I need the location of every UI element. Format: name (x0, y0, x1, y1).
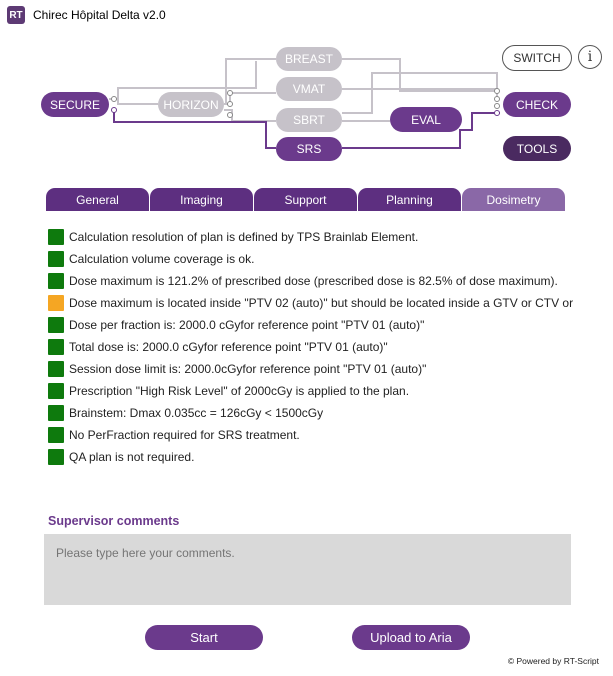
check-row: Prescription "High Risk Level" of 2000cG… (48, 380, 568, 402)
srs-step-button[interactable]: SRS (276, 137, 342, 161)
status-ok-indicator (48, 229, 64, 245)
check-text: QA plan is not required. (69, 450, 195, 464)
start-button[interactable]: Start (145, 625, 263, 650)
tab-dosimetry[interactable]: Dosimetry (462, 188, 565, 211)
tools-button[interactable]: TOOLS (503, 136, 571, 161)
check-row: Brainstem: Dmax 0.035cc = 126cGy < 1500c… (48, 402, 568, 424)
status-ok-indicator (48, 383, 64, 399)
check-row: Dose maximum is 121.2% of prescribed dos… (48, 270, 568, 292)
status-warning-indicator (48, 295, 64, 311)
check-row: Dose per fraction is: 2000.0 cGyfor refe… (48, 314, 568, 336)
check-row: Calculation volume coverage is ok. (48, 248, 568, 270)
tab-general[interactable]: General (46, 188, 149, 211)
breast-step-button[interactable]: BREAST (276, 47, 342, 71)
check-row: Dose maximum is located inside "PTV 02 (… (48, 292, 573, 314)
window-title: Chirec Hôpital Delta v2.0 (33, 8, 166, 22)
status-ok-indicator (48, 449, 64, 465)
check-row: Session dose limit is: 2000.0cGyfor refe… (48, 358, 568, 380)
status-ok-indicator (48, 405, 64, 421)
info-icon[interactable]: i (578, 45, 602, 69)
tab-imaging[interactable]: Imaging (150, 188, 253, 211)
check-text: Total dose is: 2000.0 cGyfor reference p… (69, 340, 388, 354)
status-ok-indicator (48, 339, 64, 355)
sbrt-step-button[interactable]: SBRT (276, 108, 342, 132)
check-row: No PerFraction required for SRS treatmen… (48, 424, 568, 446)
check-text: Prescription "High Risk Level" of 2000cG… (69, 384, 410, 398)
check-results-list: Calculation resolution of plan is define… (48, 226, 573, 468)
eval-step-button[interactable]: EVAL (390, 107, 462, 132)
powered-by-footer: © Powered by RT-Script (507, 656, 599, 666)
supervisor-comments-label: Supervisor comments (48, 514, 180, 528)
app-logo-icon: RT (7, 6, 25, 24)
check-text: Dose maximum is located inside "PTV 02 (… (69, 296, 574, 310)
check-text: Dose per fraction is: 2000.0 cGyfor refe… (69, 318, 425, 332)
upload-to-aria-button[interactable]: Upload to Aria (352, 625, 470, 650)
tab-support[interactable]: Support (254, 188, 357, 211)
check-row: QA plan is not required. (48, 446, 568, 468)
status-ok-indicator (48, 273, 64, 289)
check-text: Brainstem: Dmax 0.035cc = 126cGy < 1500c… (69, 406, 324, 420)
check-step-button[interactable]: CHECK (503, 92, 571, 117)
status-ok-indicator (48, 317, 64, 333)
supervisor-comments-input[interactable] (44, 534, 571, 605)
tab-planning[interactable]: Planning (358, 188, 461, 211)
status-ok-indicator (48, 427, 64, 443)
check-text: Session dose limit is: 2000.0cGyfor refe… (69, 362, 427, 376)
check-text: No PerFraction required for SRS treatmen… (69, 428, 300, 442)
check-row: Calculation resolution of plan is define… (48, 226, 568, 248)
status-ok-indicator (48, 361, 64, 377)
check-text: Dose maximum is 121.2% of prescribed dos… (69, 274, 558, 288)
horizon-step-button[interactable]: HORIZON (158, 92, 224, 117)
status-ok-indicator (48, 251, 64, 267)
switch-button[interactable]: SWITCH (502, 45, 572, 71)
check-text: Calculation resolution of plan is define… (69, 230, 419, 244)
check-row: Total dose is: 2000.0 cGyfor reference p… (48, 336, 568, 358)
check-text: Calculation volume coverage is ok. (69, 252, 255, 266)
title-bar: RT Chirec Hôpital Delta v2.0 (0, 0, 613, 30)
vmat-step-button[interactable]: VMAT (276, 77, 342, 101)
secure-step-button[interactable]: SECURE (41, 92, 109, 117)
